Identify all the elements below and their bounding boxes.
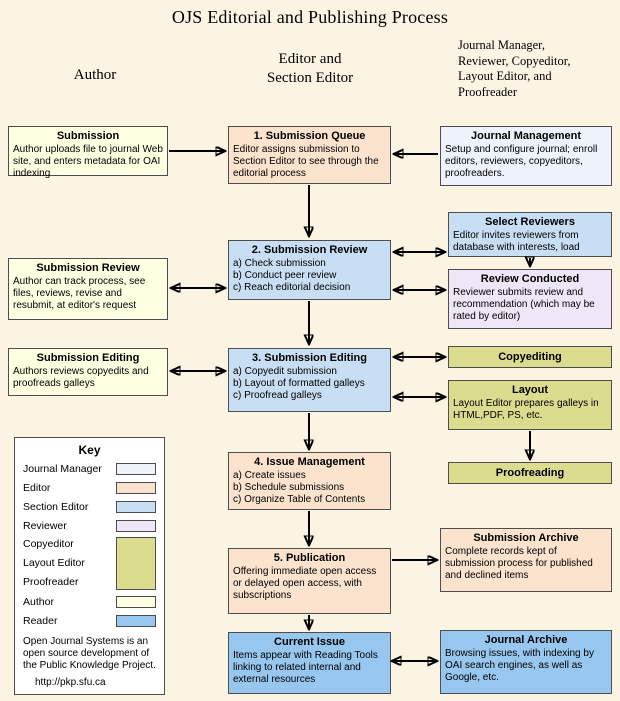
key-label: Layout Editor xyxy=(23,557,85,569)
box-title: Layout xyxy=(511,384,549,396)
box-title: Current Issue xyxy=(274,636,345,648)
box-title: Journal Archive xyxy=(484,634,568,646)
box-title: Copyediting xyxy=(498,350,562,363)
key-row-reviewer: Reviewer xyxy=(23,516,156,535)
box-publication: 5. Publication Offering immediate open a… xyxy=(228,548,391,614)
box-title: Select Reviewers xyxy=(485,216,575,228)
key-note: Open Journal Systems is an open source d… xyxy=(23,636,156,671)
box-body: Items appear with Reading Tools linking … xyxy=(233,649,378,685)
key-label: Reviewer xyxy=(23,519,67,532)
key-label: Reader xyxy=(23,614,58,627)
key-row-section-editor: Section Editor xyxy=(23,497,156,516)
box-title: 3. Submission Editing xyxy=(252,352,367,364)
box-submission-review: 2. Submission Review a) Check submission… xyxy=(228,240,391,300)
box-body: Author can track process, see files, rev… xyxy=(13,275,146,311)
box-submission-review-author: Submission Review Author can track proce… xyxy=(8,258,168,320)
box-journal-archive: Journal Archive Browsing issues, with in… xyxy=(440,630,612,694)
box-body: Editor assigns submission to Section Edi… xyxy=(233,143,379,179)
key-label: Proofreader xyxy=(23,576,79,588)
key-label: Editor xyxy=(23,481,51,494)
key-label: Section Editor xyxy=(23,500,89,513)
page-title: OJS Editorial and Publishing Process xyxy=(171,7,449,27)
key-title: Key xyxy=(78,443,101,457)
box-body: Browsing issues, with indexing by OAI se… xyxy=(445,647,594,683)
box-copyediting: Copyediting xyxy=(448,346,612,368)
box-title: Proofreading xyxy=(495,466,565,479)
editor-swatch xyxy=(116,481,156,494)
box-body: Setup and configure journal; enroll edit… xyxy=(445,143,598,179)
reader-swatch xyxy=(116,614,156,627)
box-select-reviewers: Select Reviewers Editor invites reviewer… xyxy=(448,212,612,257)
section-editor-swatch xyxy=(116,500,156,513)
box-body: Author uploads file to journal Web site,… xyxy=(13,143,163,179)
box-current-issue: Current Issue Items appear with Reading … xyxy=(228,632,391,694)
key-row-copyeditor-layout-proofreader: Copyeditor Layout Editor Proofreader xyxy=(23,535,156,592)
box-body: a) Create issues b) Schedule submissions… xyxy=(233,469,366,505)
key-row-editor: Editor xyxy=(23,478,156,497)
box-body: a) Check submission b) Conduct peer revi… xyxy=(233,257,351,293)
box-title: Submission Editing xyxy=(36,352,140,364)
copyeditor-swatch xyxy=(116,537,156,590)
key-row-author: Author xyxy=(23,592,156,611)
key-row-journal-manager: Journal Manager xyxy=(23,459,156,478)
key-url: http://pkp.sfu.ca xyxy=(35,677,106,688)
box-title: 5. Publication xyxy=(273,552,346,564)
box-submission-archive: Submission Archive Complete records kept… xyxy=(440,528,612,592)
reviewer-swatch xyxy=(116,519,156,532)
box-title: Journal Management xyxy=(470,130,582,142)
key-merged-labels: Copyeditor Layout Editor Proofreader xyxy=(23,535,85,592)
journal-manager-swatch xyxy=(116,462,156,475)
box-journal-management: Journal Management Setup and configure j… xyxy=(440,126,612,186)
box-submission-editing-author: Submission Editing Authors reviews copye… xyxy=(8,348,168,396)
box-submission: Submission Author uploads file to journa… xyxy=(8,126,168,179)
column-header-others: Journal Manager, Reviewer, Copyeditor, L… xyxy=(458,38,571,99)
key-row-reader: Reader xyxy=(23,611,156,630)
box-title: 1. Submission Queue xyxy=(253,130,366,142)
box-title: 2. Submission Review xyxy=(251,244,368,256)
key-label: Copyeditor xyxy=(23,538,74,550)
box-submission-editing: 3. Submission Editing a) Copyedit submis… xyxy=(228,348,391,412)
author-swatch xyxy=(116,595,156,608)
column-header-author: Author xyxy=(73,67,117,83)
box-title: 4. Issue Management xyxy=(254,456,365,468)
box-proofreading: Proofreading xyxy=(448,462,612,484)
box-title: Submission xyxy=(56,130,120,142)
box-title: Submission Archive xyxy=(473,532,579,544)
box-issue-management: 4. Issue Management a) Create issues b) … xyxy=(228,452,391,510)
box-body: Editor invites reviewers from database w… xyxy=(453,229,580,253)
key-label: Journal Manager xyxy=(23,462,102,475)
box-body: a) Copyedit submission b) Layout of form… xyxy=(233,365,365,401)
column-header-editor: Editor and Section Editor xyxy=(266,51,354,86)
box-submission-queue: 1. Submission Queue Editor assigns submi… xyxy=(228,126,391,184)
box-body: Layout Editor prepares galleys in HTML,P… xyxy=(453,397,599,421)
box-title: Review Conducted xyxy=(480,273,580,285)
box-review-conducted: Review Conducted Reviewer submits review… xyxy=(448,269,612,329)
box-body: Complete records kept of submission proc… xyxy=(445,545,593,581)
box-title: Submission Review xyxy=(36,262,140,274)
key-label: Author xyxy=(23,595,54,608)
box-layout: Layout Layout Editor prepares galleys in… xyxy=(448,380,612,430)
key-legend: Key Journal Manager Editor Section Edito… xyxy=(14,437,165,695)
box-body: Authors reviews copyedits and proofreads… xyxy=(13,365,149,389)
box-body: Reviewer submits review and recommendati… xyxy=(453,286,595,322)
box-body: Offering immediate open access or delaye… xyxy=(233,565,377,601)
